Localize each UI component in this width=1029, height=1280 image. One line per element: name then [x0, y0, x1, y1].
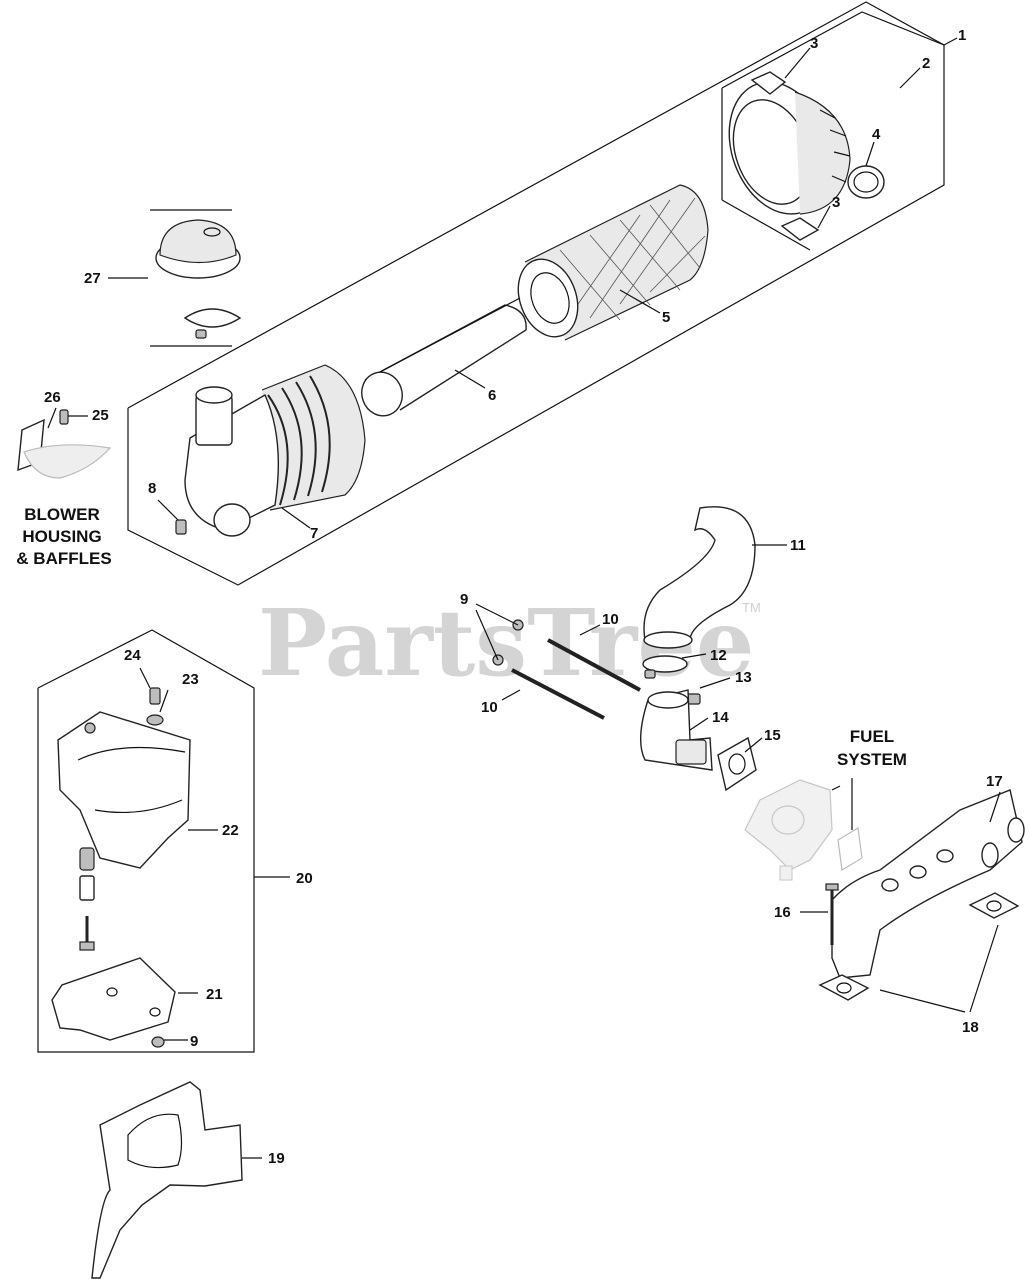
- callout-numbers: 1 2 3 3 4 5 6 7 8 9 10 10 11 12 13 14 15…: [44, 27, 1003, 1167]
- shroud-bracket: [57, 711, 191, 869]
- spacer: [79, 875, 95, 901]
- carburetor-gasket: [837, 827, 863, 871]
- carburetor: [744, 779, 833, 881]
- blower-label-line2: HOUSING: [22, 527, 101, 546]
- leader-lines: [47, 37, 1001, 1159]
- manifold-bolt: [825, 883, 839, 945]
- callout-20: 20: [296, 870, 313, 887]
- spring: [79, 847, 95, 871]
- callout-4: 4: [872, 126, 881, 143]
- blower-housing-label: BLOWER HOUSING & BAFFLES: [16, 505, 111, 568]
- callout-19: 19: [268, 1150, 285, 1167]
- fuel-system-label: FUEL SYSTEM: [837, 727, 907, 769]
- manifold-gasket-right: [968, 892, 1020, 919]
- intake-manifold: [831, 789, 1025, 979]
- fuel-label-line2: SYSTEM: [837, 750, 907, 769]
- blower-baffle: [23, 444, 112, 479]
- air-cleaner-assembly-outline: [127, 1, 945, 586]
- heat-shield: [91, 1081, 243, 1279]
- hex-bolt: [149, 687, 161, 705]
- callout-10-upper: 10: [602, 611, 619, 628]
- washer: [146, 714, 164, 726]
- blower-screw: [59, 409, 69, 425]
- stud-lower: [511, 668, 605, 720]
- callout-14: 14: [712, 709, 729, 726]
- manifold-gasket-left: [818, 974, 870, 1001]
- inner-filter-element: [361, 297, 527, 417]
- blower-label-line1: BLOWER: [24, 505, 100, 524]
- callout-22: 22: [222, 822, 239, 839]
- callout-2: 2: [922, 55, 930, 72]
- callout-3-top: 3: [810, 35, 818, 52]
- callout-5: 5: [662, 309, 670, 326]
- retaining-clip-top: [750, 71, 787, 95]
- callout-26: 26: [44, 389, 61, 406]
- watermark-trademark: TM: [742, 600, 761, 615]
- hose-clamp: [642, 655, 688, 679]
- air-cleaner-housing: [184, 364, 366, 537]
- callout-21: 21: [206, 986, 223, 1003]
- callout-9-upper: 9: [460, 591, 468, 608]
- air-filter-element: [517, 184, 709, 341]
- fuel-label-line1: FUEL: [850, 727, 894, 746]
- precleaner-cap: [150, 209, 242, 347]
- callout-18: 18: [962, 1019, 979, 1036]
- kit-outline: [37, 629, 255, 1053]
- callout-8: 8: [148, 480, 156, 497]
- mounting-bolt: [79, 916, 95, 951]
- callout-16: 16: [774, 904, 791, 921]
- callout-3-bottom: 3: [832, 194, 840, 211]
- mounting-plate: [51, 957, 176, 1041]
- callout-15: 15: [764, 727, 781, 744]
- drain-fitting: [175, 519, 187, 535]
- air-cleaner-cover: [728, 81, 851, 215]
- nut-plate: [151, 1036, 165, 1048]
- intake-gasket: [717, 736, 757, 792]
- intake-elbow: [640, 689, 713, 771]
- callout-11: 11: [790, 537, 806, 554]
- callout-24: 24: [124, 647, 141, 664]
- callout-27: 27: [84, 270, 101, 287]
- blower-label-line3: & BAFFLES: [16, 549, 111, 568]
- callout-13: 13: [735, 669, 752, 686]
- callout-1: 1: [958, 27, 966, 44]
- callout-10-lower: 10: [481, 699, 498, 716]
- stud-upper: [547, 638, 641, 692]
- callout-25: 25: [92, 407, 109, 424]
- callout-9-lower: 9: [190, 1033, 198, 1050]
- callout-23: 23: [182, 671, 199, 688]
- retaining-clip-bottom: [780, 217, 820, 241]
- callout-6: 6: [488, 387, 496, 404]
- seal-ring: [847, 165, 885, 199]
- callout-7: 7: [310, 525, 318, 542]
- callout-12: 12: [710, 647, 727, 664]
- callout-17: 17: [986, 773, 1003, 790]
